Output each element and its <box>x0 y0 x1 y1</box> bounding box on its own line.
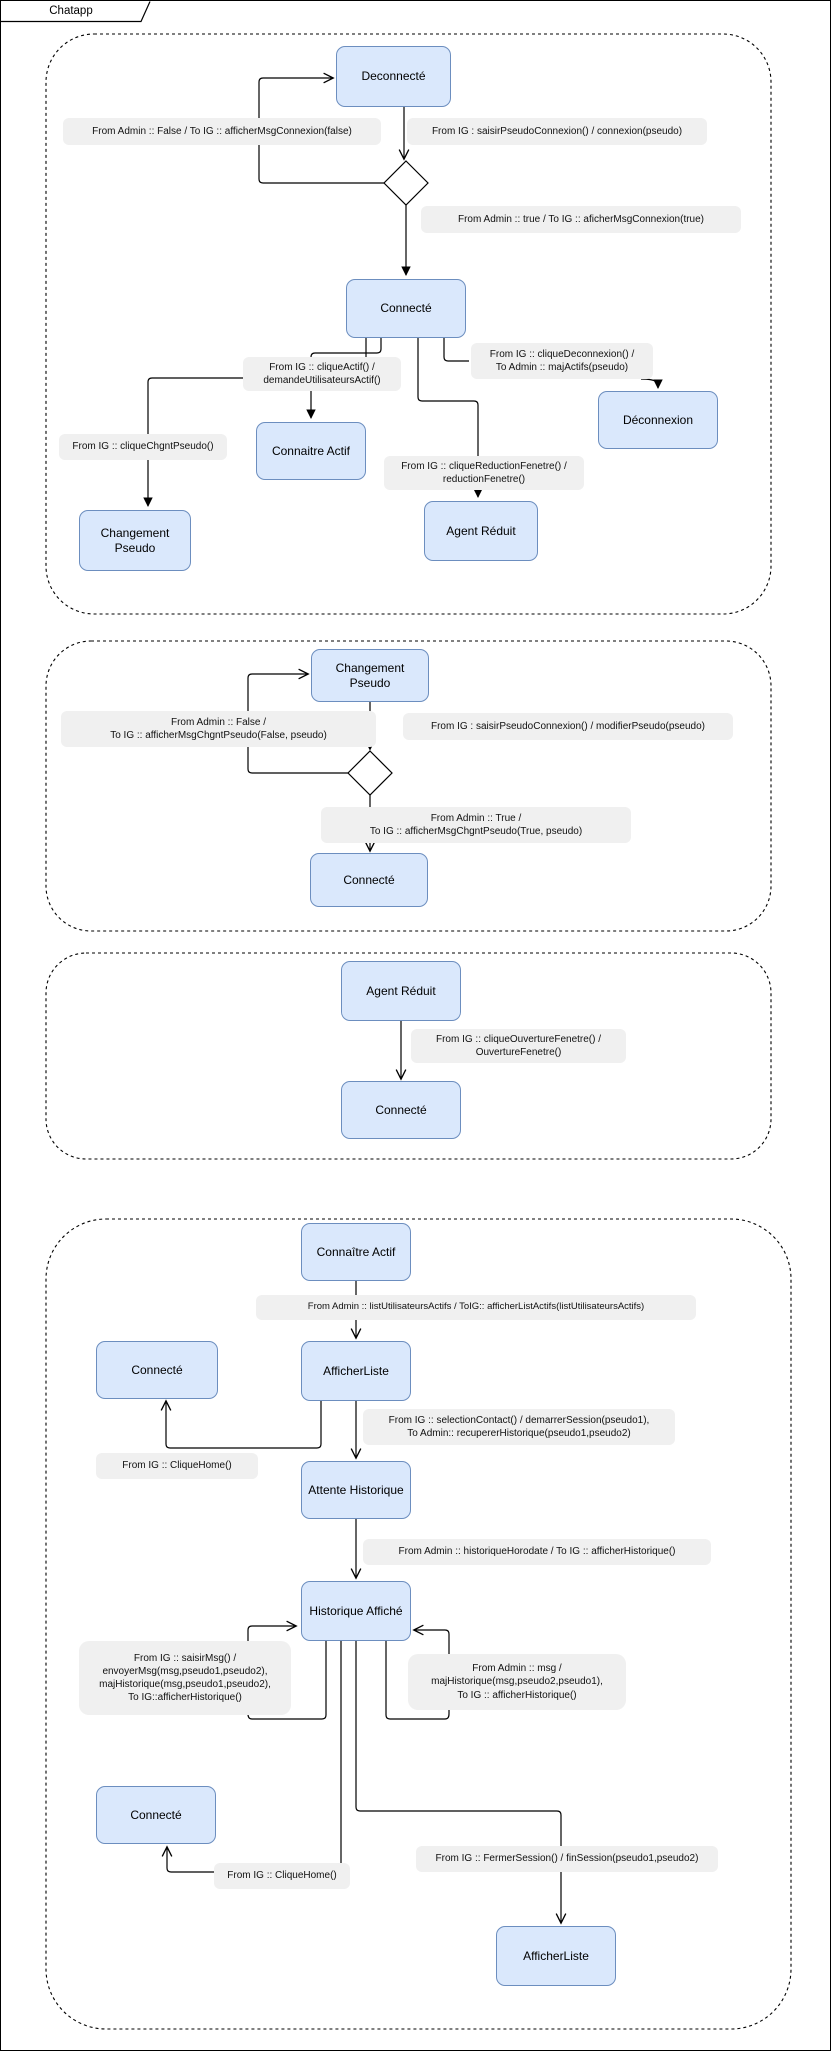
state-agent-r3: Agent Réduit <box>341 961 461 1021</box>
arrow-historique-selfloop-left-in <box>247 1626 295 1641</box>
transition-label-adminmsg: From Admin :: msg / majHistorique(msg,ps… <box>408 1654 626 1710</box>
transition-label-cliqueactif: From IG :: cliqueActif() / demandeUtilis… <box>243 357 401 391</box>
frame-tab <box>1 1 151 23</box>
arrow-historique-selfloop-right-out <box>385 1641 450 1720</box>
transition-label-false1: From Admin :: False / To IG :: afficherM… <box>63 118 381 145</box>
region-session <box>45 1218 792 2030</box>
choice-diamond-chgnt <box>347 750 393 796</box>
state-agent-r1: Agent Réduit <box>424 501 538 561</box>
state-connecte-r3: Connecté <box>341 1081 461 1139</box>
state-connecte-r1: Connecté <box>346 279 466 338</box>
transition-label-horodate: From Admin :: historiqueHorodate / To IG… <box>363 1539 711 1565</box>
transition-label-cliquechgnt: From IG :: cliqueChgntPseudo() <box>59 434 227 460</box>
transition-label-listutilisateurs: From Admin :: listUtilisateursActifs / T… <box>256 1295 696 1320</box>
frame-title: Chatapp <box>49 5 93 17</box>
region-changement-pseudo <box>45 640 772 932</box>
transition-label-false2: From Admin :: False / To IG :: afficherM… <box>61 711 376 747</box>
arrow-connecte-to-connaitre <box>306 338 382 419</box>
state-connaitre-r4: Connaître Actif <box>301 1223 411 1281</box>
state-deconnexion: Déconnexion <box>598 391 718 449</box>
arrow-afficherliste-to-connecte-home <box>166 1401 322 1449</box>
state-connaitre-r1: Connaitre Actif <box>256 422 366 480</box>
arrow-historique-selfloop-right-in <box>415 1630 450 1654</box>
transition-label-cliquedeconnexion: From IG :: cliqueDeconnexion() / To Admi… <box>471 343 653 379</box>
transition-label-reduction: From IG :: cliqueReductionFenetre() / re… <box>384 456 584 490</box>
state-changement-r2: Changement Pseudo <box>311 649 429 702</box>
region-agent-reduit <box>45 952 772 1160</box>
state-afficherliste-r4a: AfficherListe <box>301 1341 411 1401</box>
region-connexion <box>45 33 772 615</box>
state-deconnecte: Deconnecté <box>336 46 451 107</box>
arrow-connecte-to-agent-reduit <box>417 338 483 498</box>
state-attente-r4: Attente Historique <box>301 1461 411 1519</box>
transition-label-true1: From Admin :: true / To IG :: aficherMsg… <box>421 206 741 233</box>
state-historique-r4: Historique Affiché <box>301 1581 411 1641</box>
state-afficherliste-r4b: AfficherListe <box>496 1926 616 1986</box>
arrow-connecte-to-deconnexion-2 <box>640 378 663 389</box>
transition-label-selection: From IG :: selectionContact() / demarrer… <box>363 1409 675 1445</box>
transition-label-ouverture: From IG :: cliqueOuvertureFenetre() / Ou… <box>411 1029 626 1063</box>
state-changement-r1: Changement Pseudo <box>79 510 191 571</box>
transition-label-saisir1: From IG : saisirPseudoConnexion() / conn… <box>407 118 707 145</box>
state-connecte-r4b: Connecté <box>96 1786 216 1844</box>
transition-label-saisirmsg: From IG :: saisirMsg() / envoyerMsg(msg,… <box>79 1641 291 1715</box>
transition-label-cliquehome-a: From IG :: CliqueHome() <box>96 1453 258 1479</box>
transition-label-true2: From Admin :: True / To IG :: afficherMs… <box>321 807 631 843</box>
transition-label-cliquehome-b: From IG :: CliqueHome() <box>214 1863 350 1889</box>
arrow-historique-selfloop-left-out <box>247 1641 327 1720</box>
transition-label-saisir2: From IG : saisirPseudoConnexion() / modi… <box>403 713 733 740</box>
state-connecte-r4a: Connecté <box>96 1341 218 1399</box>
transition-label-fermersession: From IG :: FermerSession() / finSession(… <box>416 1846 718 1872</box>
state-connecte-r2: Connecté <box>310 853 428 907</box>
arrow-connecte-to-deconnexion-1 <box>443 338 469 362</box>
choice-diamond-connexion <box>383 160 429 206</box>
arrow-historique-to-afficherliste-fin <box>355 1641 561 1922</box>
